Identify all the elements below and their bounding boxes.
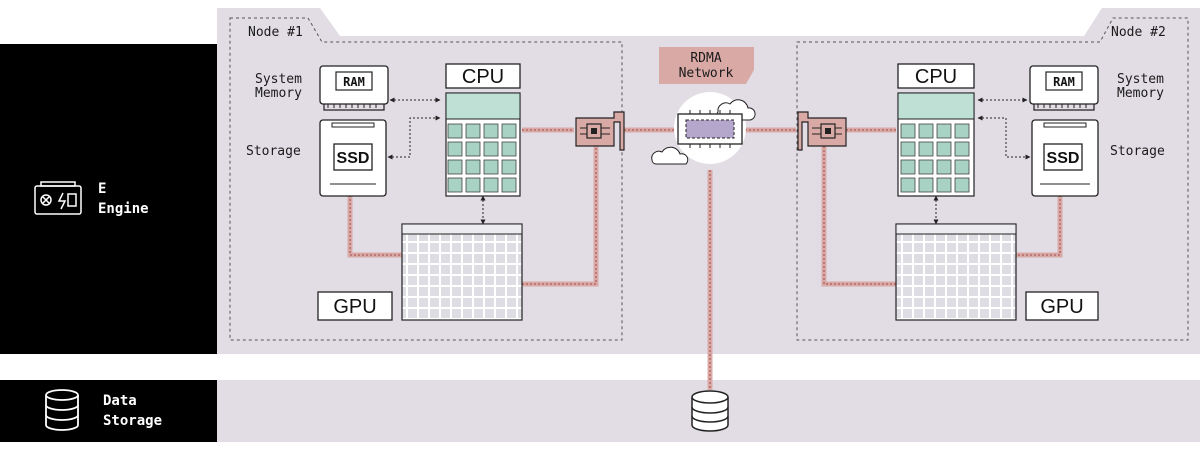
- node-1-system-memory-label: System Memory: [255, 72, 302, 101]
- cpu-core: [501, 159, 517, 175]
- svg-text:RDMA: RDMA: [690, 51, 721, 66]
- cpu-core: [483, 159, 499, 175]
- cpu-core: [447, 159, 463, 175]
- svg-text:Memory: Memory: [1117, 86, 1164, 101]
- cpu-core: [501, 141, 517, 157]
- cpu-core: [447, 123, 463, 139]
- cpu-core: [918, 141, 934, 157]
- data-storage-sidebar: Data Storage: [0, 380, 217, 442]
- rdma-network-switch: [651, 92, 756, 165]
- cpu-core: [936, 159, 952, 175]
- node-1-storage-label: Storage: [246, 144, 301, 159]
- cpu-core: [954, 159, 970, 175]
- cpu-core: [483, 177, 499, 193]
- cpu-core: [465, 177, 481, 193]
- svg-text:RAM: RAM: [343, 75, 365, 89]
- cpu-core: [483, 141, 499, 157]
- node-1-ram-icon: RAM: [319, 65, 389, 111]
- svg-text:Network: Network: [679, 66, 734, 81]
- cpu-core: [954, 141, 970, 157]
- node-2-cpu: CPU: [897, 63, 975, 197]
- cpu-core: [936, 123, 952, 139]
- node-1-cpu: CPU: [445, 63, 521, 197]
- cpu-core: [900, 141, 916, 157]
- node-2-cpu-label: CPU: [915, 66, 957, 88]
- cpu-core: [918, 159, 934, 175]
- svg-text:System: System: [255, 72, 302, 87]
- svg-text:Memory: Memory: [255, 86, 302, 101]
- node-2-gpu-label: GPU: [1040, 296, 1083, 318]
- svg-text:RAM: RAM: [1053, 75, 1075, 89]
- cpu-core: [918, 123, 934, 139]
- pcie-connections: [347, 127, 1063, 390]
- execution-engine-sidebar: E Engine: [0, 44, 217, 354]
- node-2-ssd-icon: SSD: [1031, 119, 1099, 197]
- node-1-cpu-label: CPU: [462, 66, 504, 88]
- svg-text:System: System: [1117, 72, 1164, 87]
- cpu-core: [447, 177, 463, 193]
- node-2-system-memory-label: System Memory: [1117, 72, 1164, 101]
- node-2-title: Node #2: [1111, 25, 1166, 40]
- cpu-core: [465, 123, 481, 139]
- execution-engine-icon: [34, 181, 82, 215]
- cpu-core: [465, 141, 481, 157]
- data-storage-label: Data Storage: [103, 393, 162, 429]
- node-2-nic-chip-card-icon: [797, 111, 847, 151]
- node-1-title: Node #1: [248, 25, 303, 40]
- cpu-core: [900, 159, 916, 175]
- cpu-core: [447, 141, 463, 157]
- node-1-nic-chip-card-icon: [575, 111, 625, 151]
- cpu-core: [900, 177, 916, 193]
- svg-text:SSD: SSD: [337, 150, 370, 167]
- storage-disk-icon: [691, 390, 729, 432]
- cpu-core: [936, 141, 952, 157]
- database-icon: [45, 389, 79, 431]
- node-2-storage-label: Storage: [1110, 144, 1165, 159]
- node-1-gpu-label: GPU: [333, 296, 376, 318]
- cpu-core: [900, 123, 916, 139]
- execution-engine-label: E Engine: [98, 181, 149, 217]
- node-2-gpu: GPU: [895, 223, 1099, 321]
- node-1-gpu: GPU: [317, 223, 523, 321]
- cpu-core: [954, 123, 970, 139]
- cpu-core: [501, 123, 517, 139]
- dotted-links: [387, 97, 1031, 225]
- cpu-core: [918, 177, 934, 193]
- cpu-core: [954, 177, 970, 193]
- node-2-boundary: [796, 17, 1189, 341]
- cpu-core: [465, 159, 481, 175]
- cpu-core: [483, 123, 499, 139]
- svg-text:SSD: SSD: [1047, 150, 1080, 167]
- node-1-ssd-icon: SSD: [319, 119, 387, 197]
- node-1-boundary: [229, 17, 623, 341]
- cpu-core: [501, 177, 517, 193]
- cpu-core: [936, 177, 952, 193]
- node-2-ram-icon: RAM: [1029, 65, 1099, 111]
- rdma-network-label-box: RDMA Network: [659, 47, 754, 84]
